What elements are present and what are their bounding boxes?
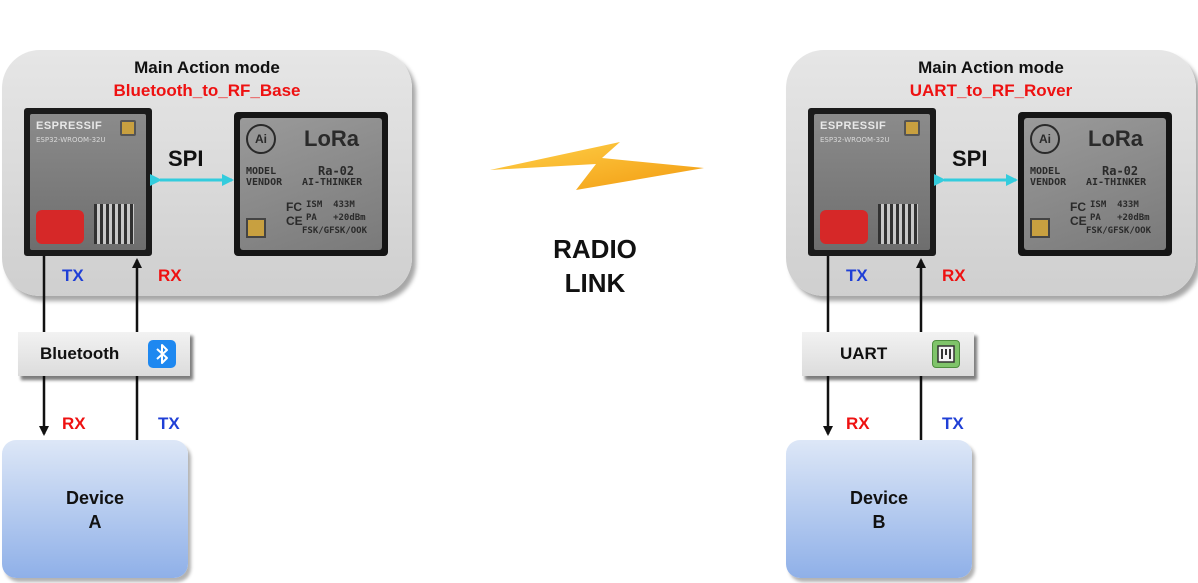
rover-mode-subtitle: UART_to_RF_Rover <box>909 81 1073 100</box>
esp32-module-left: ESPRESSIF ESP32-WROOM-32U <box>24 108 152 256</box>
rx-top-label-right: RX <box>942 266 966 285</box>
ai-logo-icon: Ai <box>1030 124 1060 154</box>
rx-bottom-label-left: RX <box>62 414 86 433</box>
device-a-label: Device A <box>65 488 125 532</box>
qr-code-icon <box>94 204 134 244</box>
lora-vendor-caption: VENDOR <box>246 177 283 188</box>
lora-modulation-spec: FSK/GFSK/OOK <box>1086 226 1152 236</box>
device-a: Device A <box>2 440 188 578</box>
tx-bottom-label-left: TX <box>158 414 180 433</box>
device-b: Device B <box>786 440 972 578</box>
lora-pa-spec: PA +20dBm <box>1090 213 1150 223</box>
lora-pa-spec: PA +20dBm <box>306 213 366 223</box>
esp-brand-label: ESPRESSIF <box>36 120 103 132</box>
rx-top-label-left: RX <box>158 266 182 285</box>
bluetooth-icon <box>148 340 176 368</box>
lora-ism-spec: ISM 433M <box>1090 200 1139 210</box>
device-b-label: Device B <box>849 488 909 532</box>
tx-top-label-right: TX <box>846 266 868 285</box>
lora-logo-text: LoRa <box>304 126 359 151</box>
rx-bottom-label-right: RX <box>846 414 870 433</box>
lora-ism-spec: ISM 433M <box>306 200 355 210</box>
lora-vendor-value: AI-THINKER <box>302 177 363 188</box>
uart-bar-overlay: UART <box>802 332 974 376</box>
esp32-module-right: ESPRESSIF ESP32-WROOM-32U <box>808 108 936 256</box>
lora-model-caption: MODEL <box>1030 166 1061 177</box>
lora-vendor-value: AI-THINKER <box>1086 177 1147 188</box>
lora-model-caption: MODEL <box>246 166 277 177</box>
spi-label-left: SPI <box>168 146 204 171</box>
spi-label-right: SPI <box>952 146 988 171</box>
rover-mode-title: Main Action mode <box>918 58 1064 77</box>
lora-vendor-caption: VENDOR <box>1030 177 1067 188</box>
espressif-logo-icon <box>36 210 84 244</box>
ai-logo-icon: Ai <box>246 124 276 154</box>
ipex-connector-icon <box>246 218 266 238</box>
ipex-connector-icon <box>1030 218 1050 238</box>
lora-modulation-spec: FSK/GFSK/OOK <box>302 226 368 236</box>
tx-bottom-label-right: TX <box>942 414 964 433</box>
radio-link-label: RADIO LINK <box>553 234 637 298</box>
tx-top-label-left: TX <box>62 266 84 285</box>
lora-model-value: Ra-02 <box>1102 164 1139 178</box>
antenna-connector-icon <box>120 120 136 136</box>
esp-model-label: ESP32-WROOM-32U <box>820 136 890 144</box>
lora-ra02-module-left: Ai LoRa MODEL VENDOR Ra-02 AI-THINKER FC… <box>234 112 388 256</box>
esp-model-label: ESP32-WROOM-32U <box>36 136 106 144</box>
qr-code-icon <box>878 204 918 244</box>
lora-logo-text: LoRa <box>1088 126 1143 151</box>
antenna-connector-icon <box>904 120 920 136</box>
bluetooth-label-overlay: Bluetooth <box>40 344 120 363</box>
esp-brand-label: ESPRESSIF <box>820 120 887 132</box>
lightning-bolt-icon <box>490 142 704 190</box>
lora-ra02-module-right: Ai LoRa MODEL VENDOR Ra-02 AI-THINKER FC… <box>1018 112 1172 256</box>
uart-label-overlay: UART <box>840 344 888 363</box>
base-mode-title: Main Action mode <box>134 58 280 77</box>
espressif-logo-icon <box>820 210 868 244</box>
base-mode-subtitle: Bluetooth_to_RF_Base <box>113 81 301 100</box>
lora-model-value: Ra-02 <box>318 164 355 178</box>
bluetooth-bar-overlay: Bluetooth <box>18 332 190 376</box>
uart-icon <box>932 340 960 368</box>
